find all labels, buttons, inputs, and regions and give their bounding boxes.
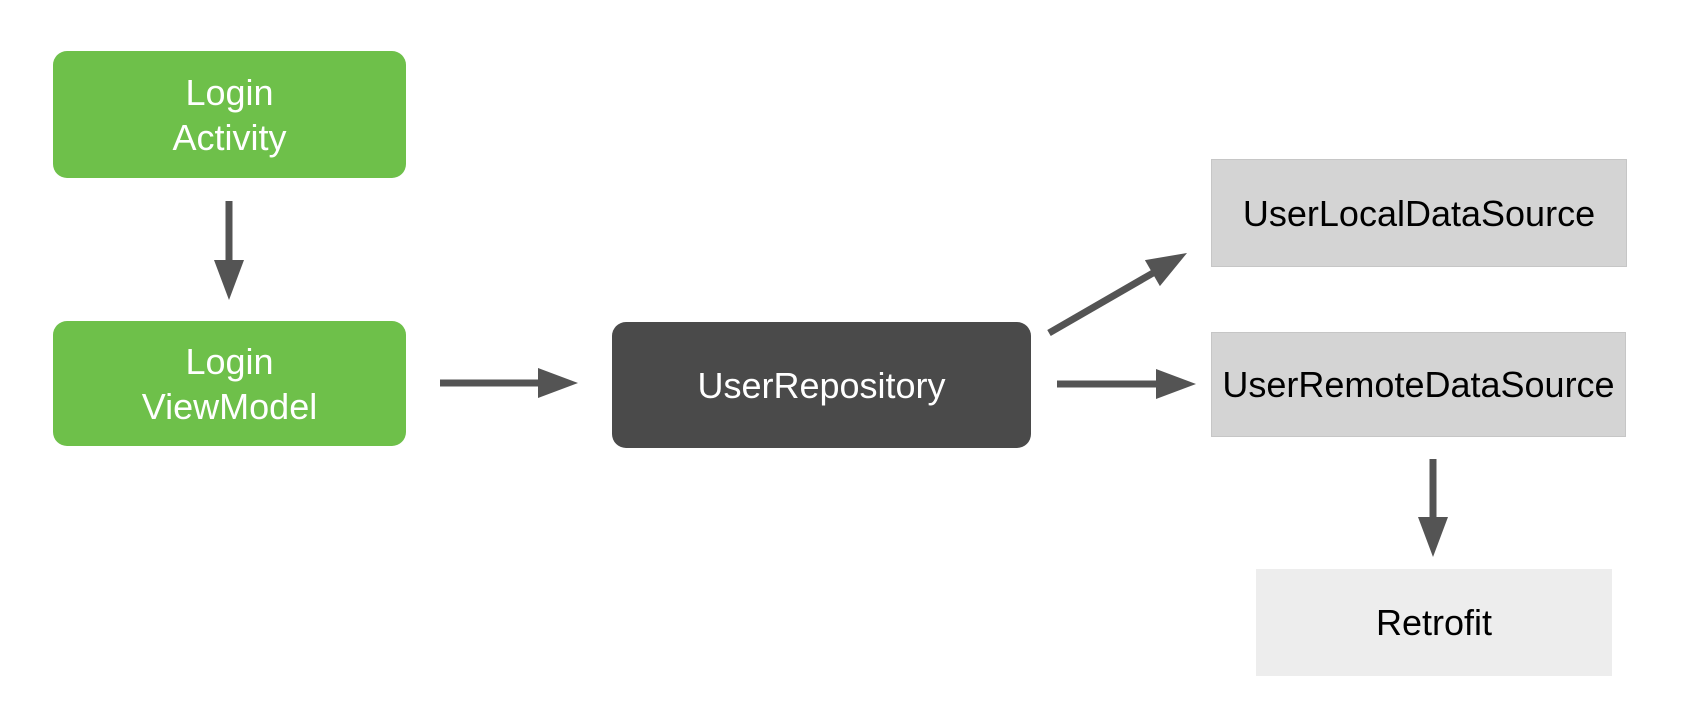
node-user-remote-data-source: UserRemoteDataSource xyxy=(1211,332,1626,437)
node-user-local-data-source: UserLocalDataSource xyxy=(1211,159,1627,267)
node-login-viewmodel: Login ViewModel xyxy=(53,321,406,446)
node-retrofit-label: Retrofit xyxy=(1375,602,1493,643)
arrow-activity-to-viewmodel xyxy=(214,201,244,300)
node-login-activity: Login Activity xyxy=(53,51,406,178)
node-retrofit: Retrofit xyxy=(1256,569,1612,676)
arrow-viewmodel-to-repository xyxy=(440,368,578,398)
node-login-activity-label: Login Activity xyxy=(172,71,287,158)
arrow-repository-to-localdatasource xyxy=(1047,253,1187,337)
node-user-local-data-source-label: UserLocalDataSource xyxy=(1242,192,1596,234)
node-user-repository-label: UserRepository xyxy=(697,364,946,406)
node-login-viewmodel-label: Login ViewModel xyxy=(141,340,318,427)
node-user-repository: UserRepository xyxy=(612,322,1031,448)
arrow-remotedatasource-to-retrofit xyxy=(1418,459,1448,557)
node-user-remote-data-source-label: UserRemoteDataSource xyxy=(1222,364,1615,405)
arrow-repository-to-remotedatasource xyxy=(1057,369,1196,399)
